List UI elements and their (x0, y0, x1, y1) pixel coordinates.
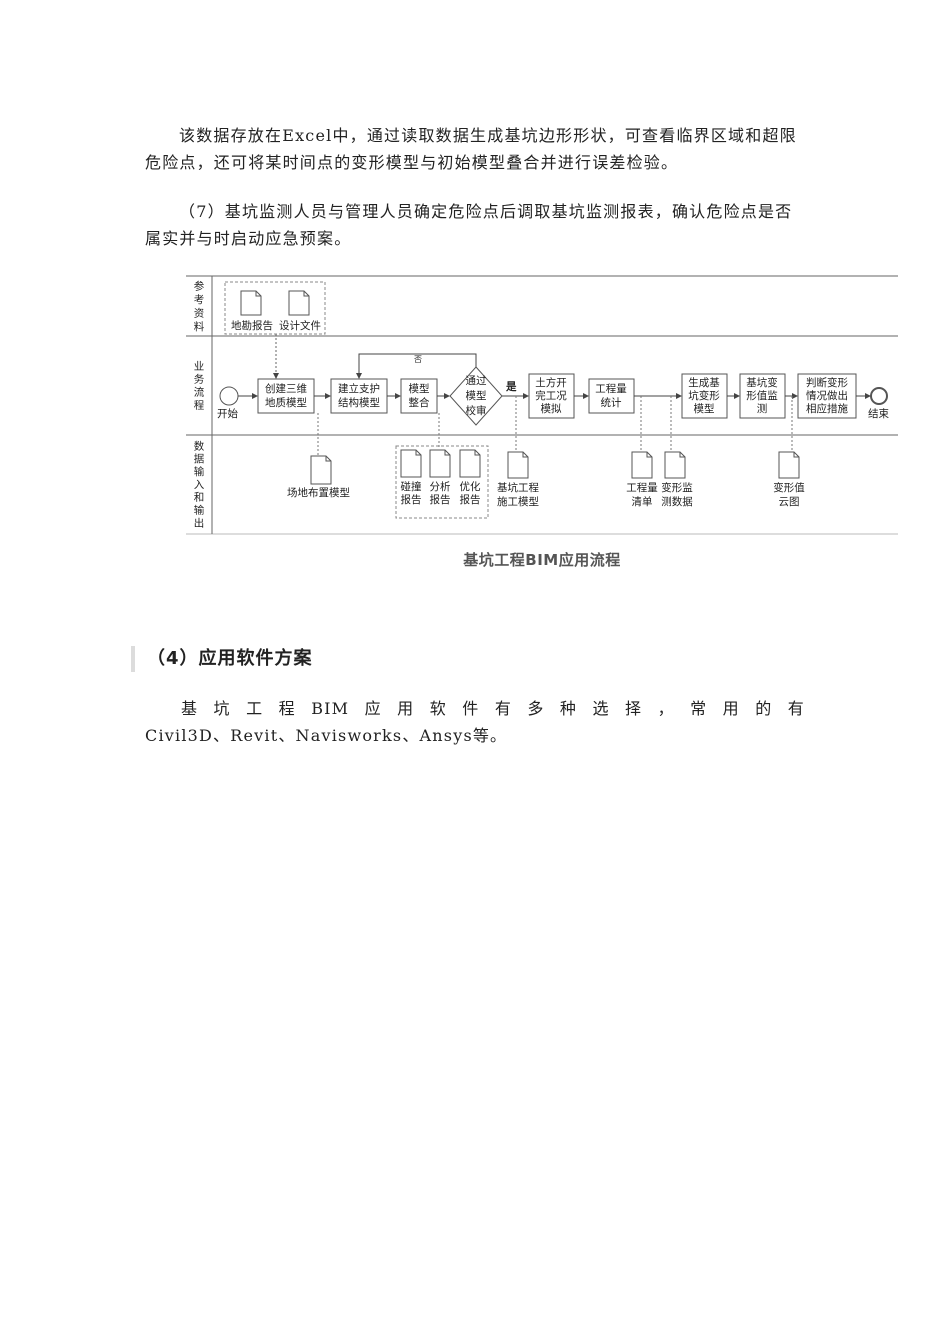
yes-branch-label: 是 (505, 381, 517, 393)
figure-caption: 基坑工程BIM应用流程 (463, 551, 621, 569)
lane-label-char: 和 (194, 492, 205, 504)
doc-icon (459, 449, 481, 478)
reference-docs-group (224, 281, 326, 335)
step-5-line-1: 工程量 (595, 383, 627, 395)
output-monitoring-data-1: 变形监 (661, 481, 693, 494)
reports-group (395, 445, 489, 519)
lane-label-char: 据 (194, 452, 205, 465)
step-6-line-3: 模型 (694, 402, 715, 415)
step-3-line-1: 模型 (409, 382, 430, 395)
bim-flowchart-figure: 参考资料 业务流程 数据输入和输出 地勘报告 设计文件 开始 结束 创建三维 地… (186, 272, 898, 540)
paragraph-software: 基坑工程BIM应用软件有多种选择，常用的有 Civil3D、Revit、Navi… (145, 695, 805, 749)
step-1-line-1: 创建三维 (265, 382, 307, 395)
doc-icon (507, 451, 529, 479)
output-analysis-report-2: 报告 (430, 493, 451, 506)
lane-label-char: 务 (194, 372, 205, 385)
end-label: 结束 (868, 407, 889, 420)
output-deformation-cloud-2: 云图 (779, 496, 800, 508)
step-7-line-2: 形值监 (746, 389, 778, 402)
step-6-line-2: 坑变形 (688, 389, 720, 402)
ref-doc-design-file: 设计文件 (279, 319, 321, 332)
output-quantity-list-2: 清单 (632, 495, 653, 508)
paragraph-software-line-1: 基坑工程BIM应用软件有多种选择，常用的有 (181, 699, 805, 718)
decision-line-2: 模型 (466, 389, 487, 402)
end-node (870, 387, 888, 405)
doc-icon (778, 451, 800, 479)
step-7-line-1: 基坑变 (746, 376, 778, 389)
step-3-line-2: 整合 (409, 396, 430, 409)
step-7-line-3: 测 (757, 402, 768, 415)
start-node (219, 386, 239, 406)
output-collision-report-1: 碰撞 (401, 480, 422, 493)
paragraph-data-storage: 该数据存放在Excel中，通过读取数据生成基坑边形形状，可查看临界区域和超限危险… (145, 126, 797, 172)
step-6-line-1: 生成基 (688, 376, 720, 389)
decision-line-1: 通过 (466, 374, 487, 387)
step-4-line-2: 完工况 (535, 389, 567, 402)
step-2-line-2: 结构模型 (338, 396, 380, 409)
lane-label-char: 出 (194, 516, 205, 529)
lane-label-char: 入 (194, 479, 205, 491)
step-1-line-2: 地质模型 (265, 396, 307, 409)
step-2-line-1: 建立支护 (338, 382, 380, 395)
decision-model-review (449, 366, 503, 426)
step-4-line-1: 土方开 (535, 376, 567, 389)
lane-label-char: 输 (194, 504, 205, 517)
step-8-line-1: 判断变形 (806, 376, 848, 389)
lane-label-char: 料 (194, 320, 205, 333)
lane-label-char: 输 (194, 465, 205, 478)
output-optimize-report-2: 报告 (460, 493, 481, 506)
step-create-geology-model (257, 378, 315, 414)
step-judge-and-respond (797, 373, 857, 419)
lane-label-char: 流 (194, 385, 205, 398)
lane-label-char: 业 (194, 360, 205, 372)
doc-icon (631, 451, 653, 479)
output-links (317, 396, 793, 455)
lane-label-char: 资 (194, 308, 205, 320)
doc-icon (240, 290, 262, 316)
output-collision-report-2: 报告 (401, 493, 422, 506)
doc-icon (664, 451, 686, 479)
step-deformation-monitoring (739, 373, 786, 419)
output-analysis-report-1: 分析 (430, 480, 451, 493)
output-site-layout-model: 场地布置模型 (287, 486, 350, 499)
ref-doc-survey-report: 地勘报告 (231, 319, 273, 332)
output-deformation-cloud-1: 变形值 (773, 481, 805, 494)
output-construction-model-2: 施工模型 (497, 495, 539, 508)
paragraph-software-line-2: Civil3D、Revit、Navisworks、Ansys等。 (145, 726, 508, 745)
doc-icon (288, 290, 310, 316)
no-branch-label: 否 (414, 355, 422, 364)
doc-icon (400, 449, 422, 478)
output-construction-model-1: 基坑工程 (497, 481, 539, 494)
step-8-line-2: 情况做出 (806, 389, 848, 402)
output-monitoring-data-2: 测数据 (661, 495, 693, 508)
step-model-integration (400, 378, 438, 414)
step-excavation-simulation (528, 373, 575, 419)
section-heading: （4）应用软件方案 (131, 646, 313, 672)
step-support-structure-model (330, 378, 388, 414)
decision-line-3: 校审 (466, 404, 487, 417)
start-label: 开始 (217, 407, 238, 420)
step-5-line-2: 统计 (601, 396, 622, 409)
step-4-line-3: 模拟 (541, 402, 562, 415)
doc-icon (429, 449, 451, 478)
lane-label-char: 考 (194, 294, 205, 306)
doc-icon (310, 455, 332, 485)
lane-label-char: 程 (194, 399, 205, 411)
output-quantity-list-1: 工程量 (626, 482, 658, 494)
step-8-line-3: 相应措施 (806, 402, 848, 415)
lane-label-char: 参 (194, 280, 205, 293)
lane-label-char: 数 (194, 439, 205, 452)
output-optimize-report-1: 优化 (460, 480, 481, 493)
flow-arrows (238, 353, 871, 399)
paragraph-step-7: （7）基坑监测人员与管理人员确定危险点后调取基坑监测报表，确认危险点是否属实并与… (145, 202, 793, 248)
